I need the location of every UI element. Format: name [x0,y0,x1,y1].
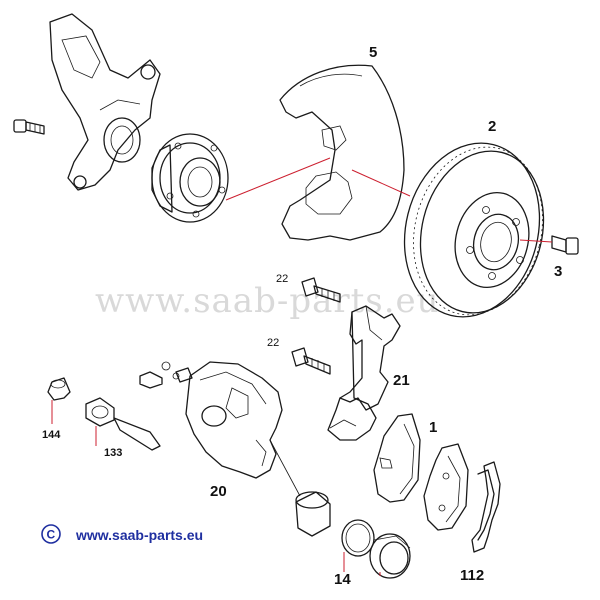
callout-5: 5 [369,44,377,61]
watermark-text: www.saab-parts.eu [95,281,440,321]
piston-seal[interactable] [341,519,375,557]
bleed-screw[interactable] [139,361,180,389]
footer-url[interactable]: www.saab-parts.eu [75,527,203,543]
bracket-bolt-lower[interactable] [291,347,331,375]
callout-144: 144 [42,429,61,441]
callout-3: 3 [554,263,562,280]
wheel-hub-bearing[interactable] [151,133,229,223]
footer-copyright: C www.saab-parts.eu [41,524,203,544]
steering-knuckle[interactable] [49,13,161,191]
callout-20: 20 [210,483,227,500]
piston-dust-boot[interactable] [369,533,411,579]
knuckle-bolt[interactable] [13,119,45,135]
callout-133: 133 [104,447,122,459]
callout-21: 21 [393,372,410,389]
guide-pin-cap[interactable] [47,377,71,424]
callout-112: 112 [460,567,484,584]
guide-pin-bushing[interactable] [85,397,161,451]
caliper-piston[interactable] [295,491,331,537]
copyright-circle-icon [41,524,61,544]
callout-14: 14 [334,571,351,588]
caliper-bracket[interactable] [327,305,401,441]
pad-spring-clips[interactable] [471,461,501,553]
callout-22-lower: 22 [267,337,279,349]
bracket-bolt-upper[interactable] [301,277,341,303]
brake-pad-inner[interactable] [373,413,421,503]
callout-1: 1 [429,419,437,436]
copyright-symbol: C [47,528,56,542]
brake-rotor[interactable] [387,129,560,332]
rotor-screw[interactable] [519,235,579,255]
dust-shield[interactable] [279,64,405,241]
callout-22-upper: 22 [276,273,288,285]
caliper-housing[interactable] [175,361,283,479]
brake-pad-outer[interactable] [423,443,469,531]
callout-2: 2 [488,118,496,135]
